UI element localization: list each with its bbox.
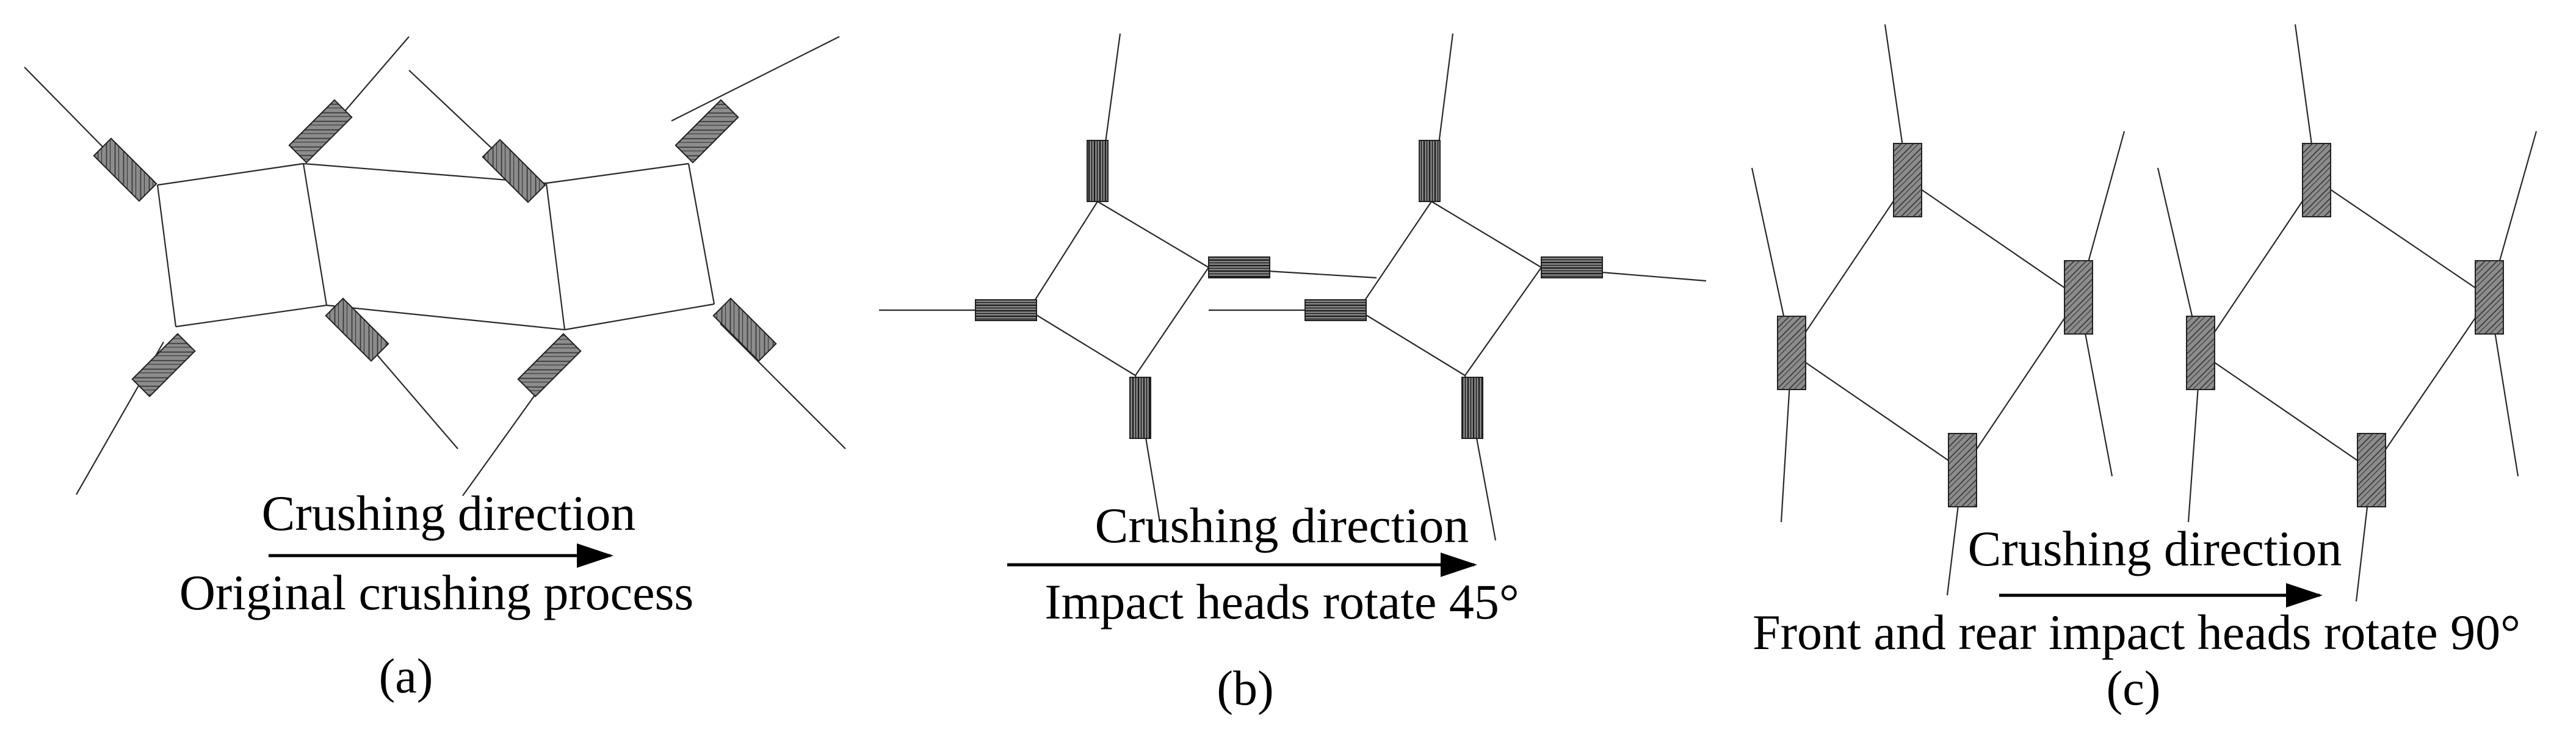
panel-a-left-cell — [157, 162, 304, 186]
panel-c-process-label: Front and rear impact heads rotate 90° — [1753, 604, 2520, 660]
panel-a-left-cell — [156, 184, 177, 327]
panel-a-impact-head — [712, 297, 777, 362]
panel-b-impact-head — [1304, 299, 1367, 321]
panel-b-impact-head — [1419, 140, 1441, 202]
panel-b-impact-head — [975, 299, 1037, 321]
panel-a-impact-head — [325, 297, 389, 362]
panel-a-impact-head — [517, 333, 582, 397]
panel-c-impact-head — [1777, 316, 1806, 390]
panel-a-arm — [671, 36, 840, 122]
panel-b-right-cell — [1358, 310, 1466, 376]
panel-a-process-label: Original crushing process — [179, 565, 694, 620]
panel-a-left-cell — [175, 304, 327, 328]
panel-c-impact-head — [2475, 260, 2504, 335]
panel-c-right-cell — [2200, 180, 2317, 354]
panel-b-left-cell — [1097, 201, 1209, 268]
panel-c-impact-head — [2186, 316, 2215, 390]
panel-c-caption: (c) — [2106, 662, 2161, 716]
panel-c-left-cell — [1791, 180, 1908, 354]
panel-c-impact-head — [1893, 143, 1922, 217]
panel-a-right-cell — [545, 183, 566, 330]
panel-b-right-cell — [1431, 201, 1542, 268]
panel-b-right-cell — [1464, 267, 1542, 376]
panel-c-right-cell — [2371, 297, 2490, 471]
panel-a-impact-head — [131, 333, 196, 397]
panel-c-impact-head — [2302, 143, 2331, 217]
panel-a-impact-head — [675, 99, 739, 164]
panel-c-left-cell — [1907, 180, 2079, 298]
panel-c-right-cell — [2200, 352, 2372, 471]
panel-b-impact-head — [1087, 140, 1109, 202]
panel-c-impact-head — [2064, 260, 2093, 335]
panel-c-direction-label: Crushing direction — [1967, 521, 2342, 576]
panel-b-impact-head — [1461, 377, 1483, 439]
panel-a-bottom-link — [326, 304, 565, 331]
panel-b-impact-head — [1208, 256, 1270, 278]
panel-a-impact-head — [93, 137, 157, 202]
panel-a-right-cell — [564, 303, 715, 331]
panel-a-right-cell — [687, 163, 715, 305]
panel-c-left-cell — [1962, 297, 2079, 471]
panel-a-impact-head — [482, 139, 546, 203]
panel-b-impact-head — [1129, 377, 1151, 439]
panel-b-process-label: Impact heads rotate 45° — [1044, 574, 1519, 629]
panel-b-left-cell — [1028, 201, 1098, 311]
panel-b-caption: (b) — [1217, 662, 1274, 716]
panel-c-right-cell — [2316, 180, 2490, 298]
panel-c-left-cell — [1791, 352, 1963, 471]
panel-c-impact-head — [2357, 433, 2386, 507]
panel-a-direction-label: Crushing direction — [261, 485, 636, 541]
panel-c-impact-head — [1948, 433, 1977, 507]
panel-a-right-cell — [546, 162, 689, 184]
panel-b-left-cell — [1135, 267, 1209, 376]
direction-arrows — [269, 543, 2323, 608]
panel-a-left-cell — [302, 163, 328, 306]
panel-a-caption: (a) — [378, 650, 433, 703]
panel-b-direction-label: Crushing direction — [1094, 498, 1469, 553]
panel-a-impact-head — [288, 99, 353, 164]
panel-b-impact-head — [1541, 256, 1603, 278]
panel-b-right-cell — [1358, 201, 1432, 311]
impact-heads — [93, 99, 2504, 507]
panel-a-arm — [720, 323, 846, 449]
panel-b-left-cell — [1028, 310, 1136, 376]
